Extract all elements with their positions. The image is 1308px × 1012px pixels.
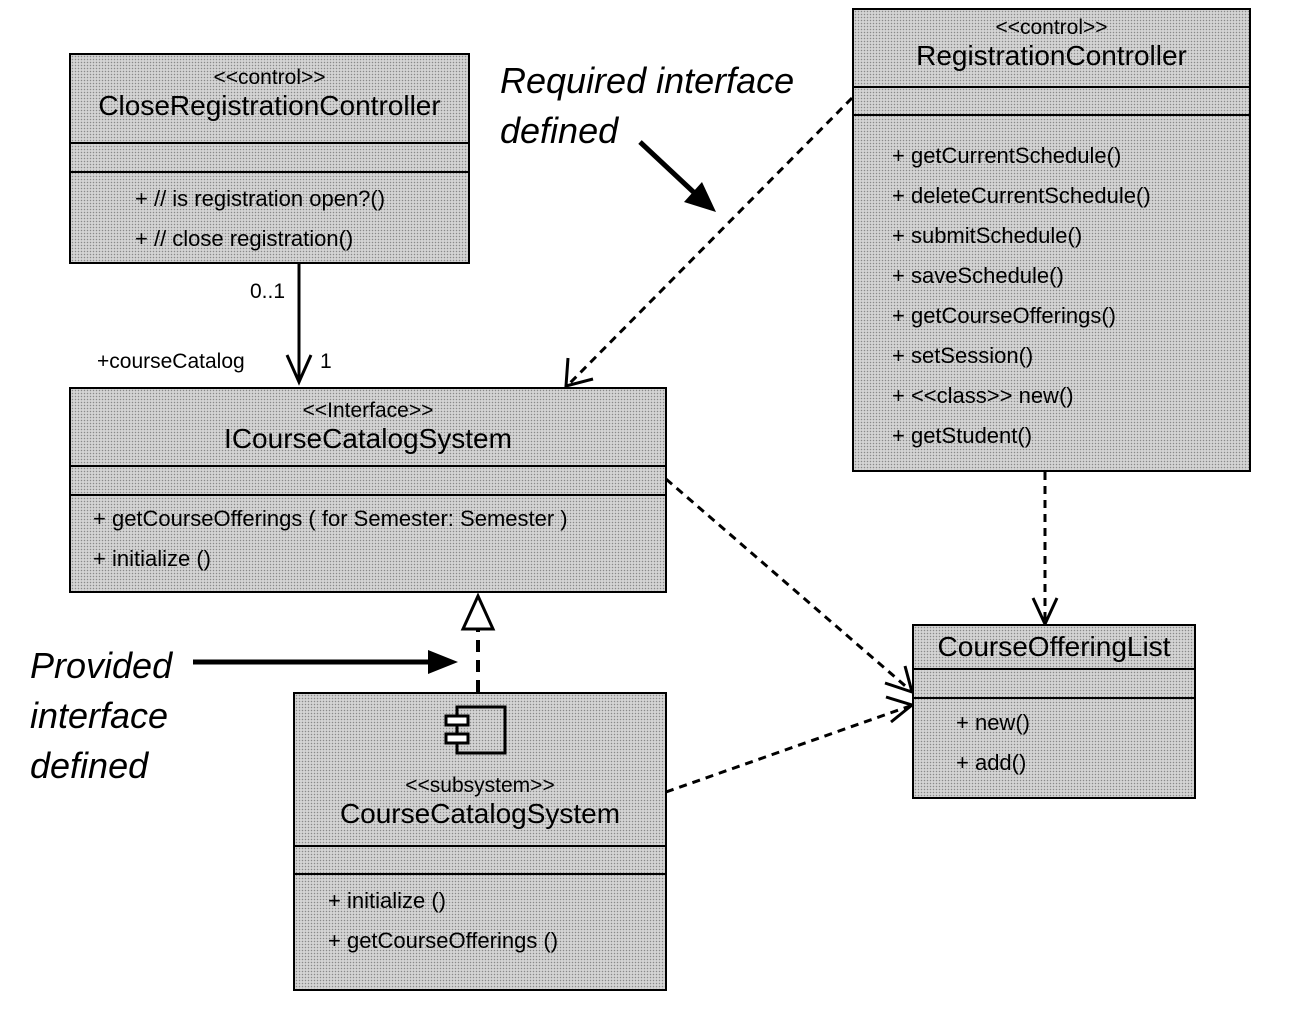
class-name: ICourseCatalogSystem [224,423,512,454]
class-name: CourseOfferingList [937,631,1171,662]
operation: + getStudent() [892,423,1033,448]
operation: + <<class>> new() [892,383,1074,408]
dependency-catalogsys-arrowhead [885,695,916,724]
attributes-compartment [295,847,665,875]
class-header: CourseOfferingList [914,626,1194,670]
operation: + add() [956,750,1027,775]
operations-compartment: + new() + add() [914,699,1194,783]
class-name: CloseRegistrationController [98,90,441,121]
operation: + submitSchedule() [892,223,1083,248]
role-name: +courseCatalog [97,350,245,373]
dependency-icatalog-to-offeringlist [665,477,911,692]
operation: + new() [956,710,1030,735]
note-line: defined [500,110,619,151]
attributes-compartment [71,467,665,496]
required-interface-note: Required interface defined [500,56,794,156]
operations-compartment: + getCourseOfferings ( for Semester: Sem… [71,496,665,579]
required-note-arrowhead [684,182,716,212]
note-line: Provided [30,645,173,686]
operation: + // close registration() [135,226,354,251]
class-name: RegistrationController [916,40,1187,71]
operation: + initialize () [328,888,446,913]
association-arrowhead [285,354,313,386]
attributes-compartment [914,670,1194,699]
operation: + initialize () [93,546,211,571]
multiplicity-source: 0..1 [250,280,286,303]
attributes-compartment [71,144,468,173]
operations-compartment: + initialize () + getCourseOfferings () [295,875,665,961]
class-stereotype: <<subsystem>> [405,774,555,797]
operation: + getCourseOfferings ( for Semester: Sem… [93,506,568,531]
class-close-registration-controller: <<control>> CloseRegistrationController … [69,53,470,264]
dependency-catalogsys-to-offeringlist [665,704,911,794]
note-line: defined [30,745,149,786]
multiplicity-target: 1 [320,350,332,373]
component-icon [444,705,507,755]
provided-note-arrowhead [428,650,458,674]
class-stereotype: <<Interface>> [302,399,434,422]
operation: + getCourseOfferings () [328,928,559,953]
note-line: interface [30,695,169,736]
class-stereotype: <<control>> [995,16,1108,39]
operation: + deleteCurrentSchedule() [892,183,1151,208]
class-header: <<control>> RegistrationController [854,10,1249,88]
dependency-regctrl-arrowhead [564,357,594,388]
class-header: <<control>> CloseRegistrationController [71,55,468,144]
class-registration-controller: <<control>> RegistrationController + get… [852,8,1251,472]
operation: + saveSchedule() [892,263,1064,288]
dependency-regctrl-to-icatalog [568,96,854,385]
subsystem-course-catalog-system: <<subsystem>> CourseCatalogSystem + init… [293,692,667,991]
required-note-arrow-line [638,140,704,202]
provided-interface-note: Provided interface defined [30,641,172,791]
class-header: <<Interface>> ICourseCatalogSystem [71,389,665,467]
class-stereotype: <<control>> [213,66,326,89]
class-header: <<subsystem>> CourseCatalogSystem [295,694,665,847]
attributes-compartment [854,88,1249,116]
class-course-offering-list: CourseOfferingList + new() + add() [912,624,1196,799]
operation: + getCourseOfferings() [892,303,1116,328]
dependency-icatalog-arrowhead [884,665,915,695]
operation: + setSession() [892,343,1034,368]
operations-compartment: + // is registration open?() + // close … [71,173,468,259]
operation: + // is registration open?() [135,186,386,211]
realization-triangle [460,592,496,631]
operations-compartment: + getCurrentSchedule() + deleteCurrentSc… [854,116,1249,456]
interface-icourse-catalog-system: <<Interface>> ICourseCatalogSystem + get… [69,387,667,593]
operation: + getCurrentSchedule() [892,143,1122,168]
note-line: Required interface [500,60,795,101]
class-name: CourseCatalogSystem [339,798,621,829]
